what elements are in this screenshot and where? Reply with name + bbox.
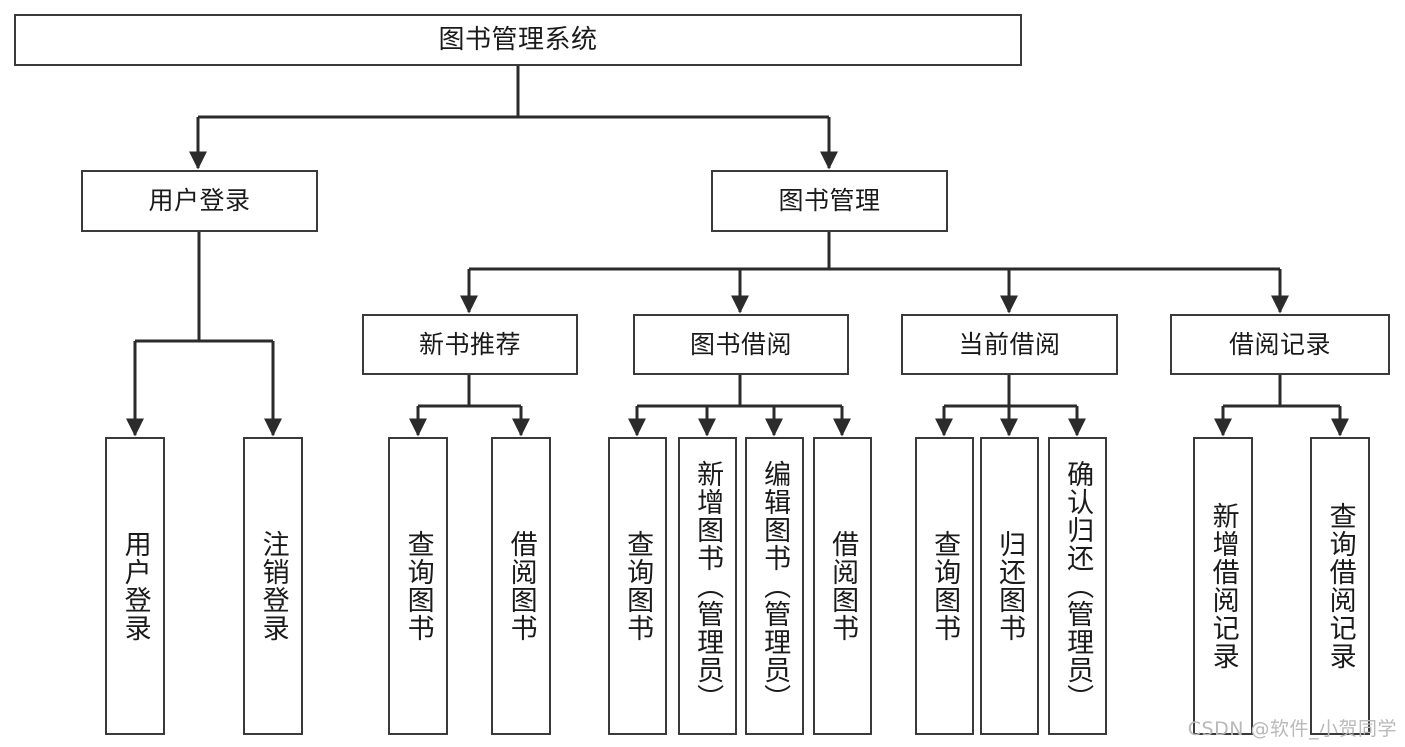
node-borrow-record[interactable]: 借阅记录 [1170,314,1390,375]
node-label: 用户登录 [119,530,151,642]
node-label: 确认归还（管理员） [1062,460,1094,712]
node-label: 查询借阅记录 [1324,502,1356,670]
node-leaf-borrow-book[interactable]: 借阅图书 [813,437,872,735]
node-book-borrow[interactable]: 图书借阅 [633,314,849,375]
node-label: 新增借阅记录 [1207,502,1239,670]
csdn-watermark: CSDN @软件_小贺同学 [1187,718,1397,740]
node-label: 查询图书 [929,530,961,642]
node-label: 注销登录 [257,530,289,642]
node-user-login[interactable]: 用户登录 [81,170,318,232]
node-leaf-return-book[interactable]: 归还图书 [980,437,1039,735]
node-leaf-query-book-current[interactable]: 查询图书 [915,437,974,735]
node-current-borrow[interactable]: 当前借阅 [901,314,1118,375]
node-label: 当前借阅 [958,329,1061,359]
node-leaf-add-borrow-record[interactable]: 新增借阅记录 [1193,437,1253,735]
node-leaf-edit-book-admin[interactable]: 编辑图书（管理员） [745,437,804,735]
node-leaf-borrow-book-recommend[interactable]: 借阅图书 [491,437,551,735]
node-leaf-logout-login[interactable]: 注销登录 [243,437,303,735]
node-leaf-add-book-admin[interactable]: 新增图书（管理员） [678,437,737,735]
node-leaf-query-book-recommend[interactable]: 查询图书 [388,437,448,735]
node-label: 查询图书 [402,530,434,642]
node-leaf-query-borrow-record[interactable]: 查询借阅记录 [1310,437,1370,735]
node-label: 新书推荐 [418,329,521,359]
node-label: 查询图书 [622,530,654,642]
node-leaf-confirm-return-admin[interactable]: 确认归还（管理员） [1048,437,1107,735]
node-label: 编辑图书（管理员） [759,460,791,712]
node-book-management[interactable]: 图书管理 [711,170,948,232]
node-label: 用户登录 [148,186,251,216]
node-label: 图书管理系统 [438,24,598,55]
node-leaf-query-book-borrow[interactable]: 查询图书 [608,437,667,735]
node-label: 借阅记录 [1228,329,1331,359]
node-label: 借阅图书 [827,530,859,642]
node-leaf-user-login[interactable]: 用户登录 [105,437,165,735]
node-label: 图书管理 [778,186,881,216]
node-book-management-system[interactable]: 图书管理系统 [14,14,1022,66]
node-label: 归还图书 [994,530,1026,642]
node-new-book-recommend[interactable]: 新书推荐 [362,314,578,375]
node-label: 图书借阅 [689,329,792,359]
node-label: 新增图书（管理员） [692,460,724,712]
node-label: 借阅图书 [505,530,537,642]
